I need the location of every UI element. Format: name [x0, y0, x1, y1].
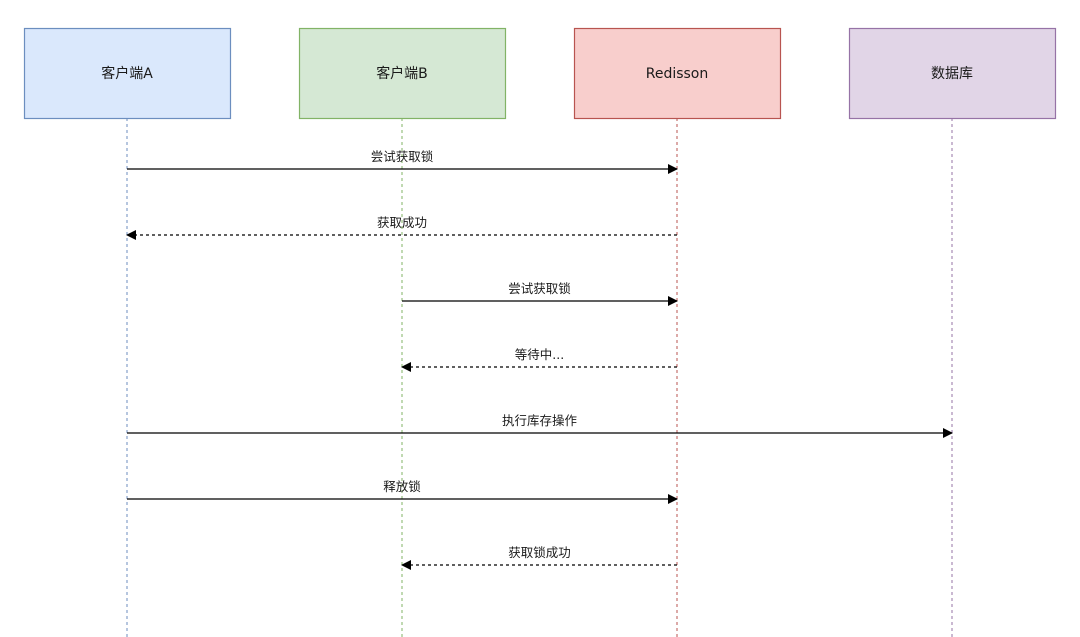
actor-box: [23, 27, 232, 120]
actor-clientB: 客户端B: [298, 27, 507, 120]
actor-clientA: 客户端A: [23, 27, 232, 120]
message: 执行库存操作: [127, 413, 953, 438]
message-label: 等待中...: [515, 347, 564, 362]
actor-box: [298, 27, 507, 120]
message-label: 获取锁成功: [508, 545, 571, 560]
actor-label: 客户端A: [101, 65, 153, 82]
actor-label: Redisson: [646, 66, 709, 82]
actor-redisson: Redisson: [573, 27, 782, 120]
actor-box: [848, 27, 1057, 120]
message: 释放锁: [127, 479, 678, 504]
actor-label: 数据库: [931, 66, 973, 82]
message-label: 尝试获取锁: [371, 149, 434, 164]
actor-box: [573, 27, 782, 120]
message: 获取成功: [126, 215, 677, 240]
message: 尝试获取锁: [402, 281, 678, 306]
actor-db: 数据库: [848, 27, 1057, 120]
actor-label: 客户端B: [376, 65, 428, 82]
message-label: 获取成功: [377, 215, 427, 230]
message: 等待中...: [401, 347, 677, 372]
message: 获取锁成功: [401, 545, 677, 570]
message-label: 尝试获取锁: [508, 281, 571, 296]
message-label: 释放锁: [383, 479, 421, 494]
message-label: 执行库存操作: [502, 413, 578, 428]
message: 尝试获取锁: [127, 149, 678, 174]
